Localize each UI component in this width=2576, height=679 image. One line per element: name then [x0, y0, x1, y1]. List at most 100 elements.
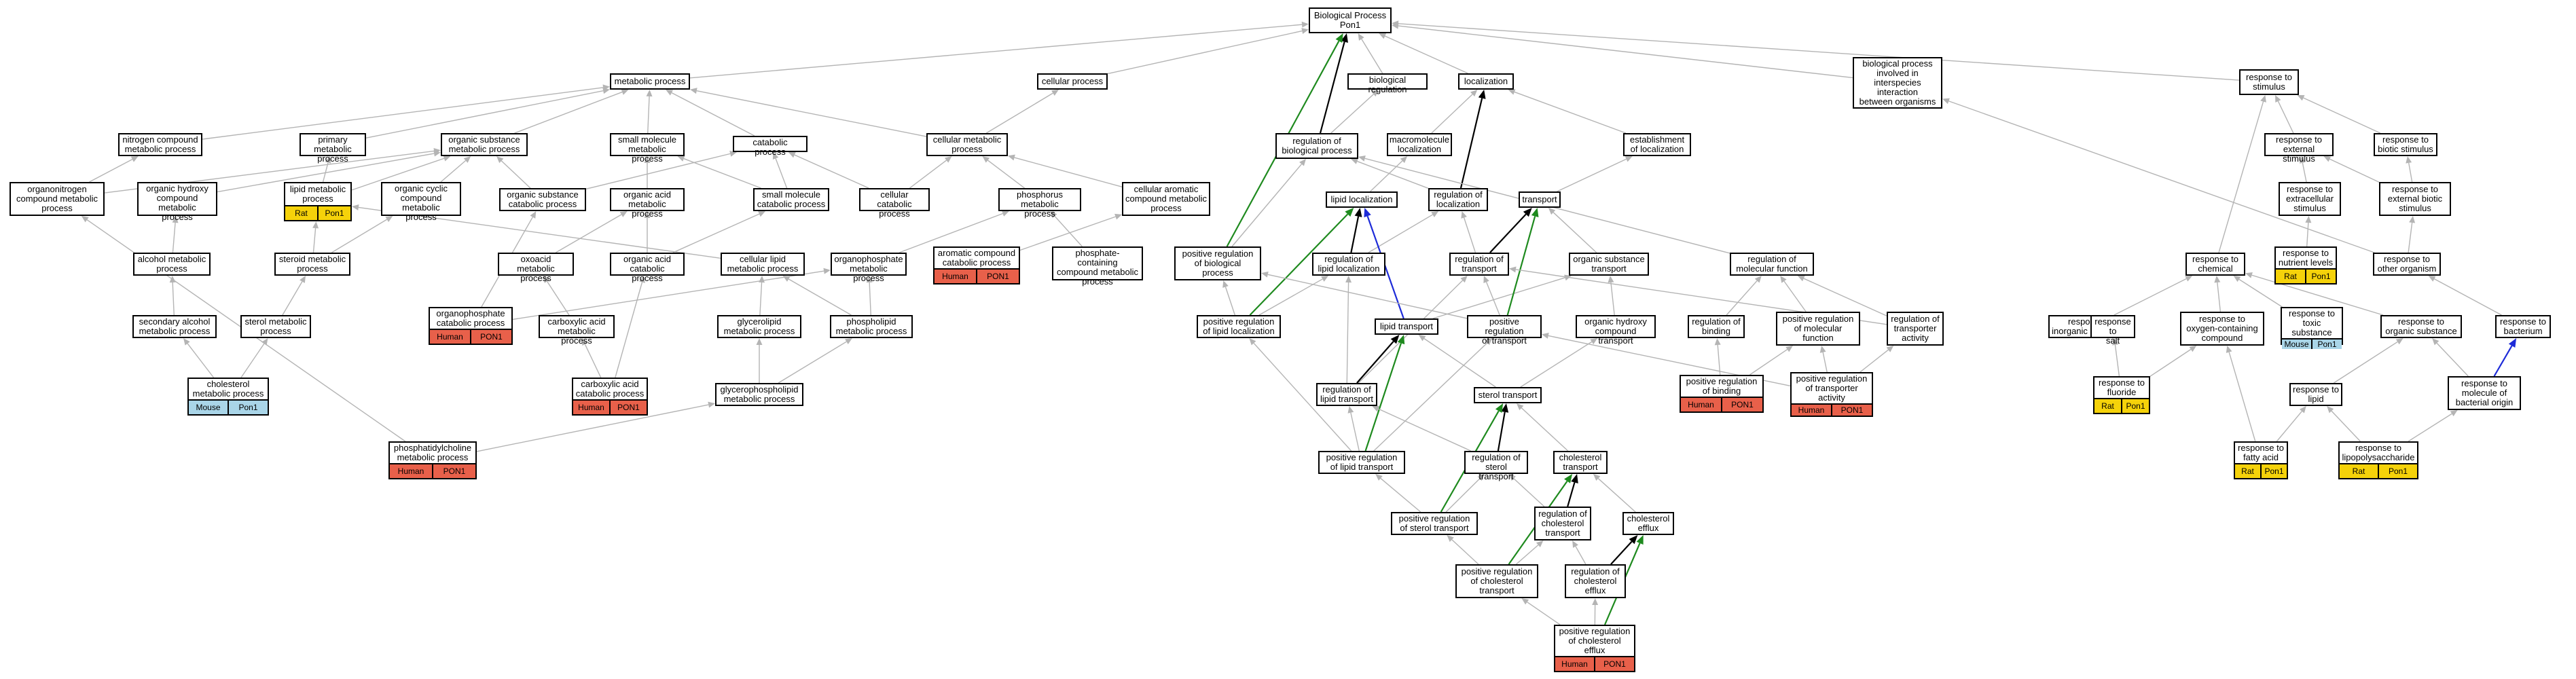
go-term-regbio[interactable]: regulation of biological process: [1275, 133, 1358, 159]
go-term-cholefflux[interactable]: cholesterol efflux: [1622, 512, 1674, 535]
go-term-bp[interactable]: Biological Process Pon1: [1309, 7, 1392, 33]
go-term-orghydroxytrans[interactable]: organic hydroxy compound transport: [1576, 315, 1656, 346]
go-term-respext[interactable]: response to external stimulus: [2264, 133, 2334, 164]
edge-posregcholtrans-to-regcholtrans: [1516, 540, 1544, 565]
edge-orgacid-to-smallmol: [644, 156, 651, 188]
edge-line: [365, 90, 604, 139]
go-term-respextbio[interactable]: response to external biotic stimulus: [2379, 182, 2451, 216]
go-term-catab[interactable]: catabolic process: [733, 136, 808, 157]
go-term-lipidloc[interactable]: lipid localization: [1326, 191, 1398, 208]
go-term-posreglipidloc[interactable]: positive regulation of lipid localizatio…: [1197, 315, 1281, 338]
go-term-steroltrans[interactable]: sterol transport: [1474, 387, 1542, 403]
go-term-regbinding[interactable]: regulation of binding: [1688, 315, 1745, 338]
go-term-posregbio[interactable]: positive regulation of biological proces…: [1174, 246, 1261, 280]
go-term-orghydroxy[interactable]: organic hydroxy compound metabolic proce…: [137, 182, 217, 222]
go-term-phoscont[interactable]: phosphate-containing compound metabolic …: [1052, 246, 1143, 287]
go-term-reglipidtrans[interactable]: regulation of lipid transport: [1316, 383, 1377, 406]
go-term-respother[interactable]: response to other organism: [2373, 253, 2441, 276]
edge-steroid-to-orgcyclic: [331, 216, 393, 253]
go-term-respsalt[interactable]: response to salt: [2090, 315, 2135, 346]
go-term-choltrans[interactable]: cholesterol transport: [1553, 451, 1608, 474]
go-term-celllipid[interactable]: cellular lipid metabolic process: [721, 253, 805, 276]
go-term-posregsteroltrans[interactable]: positive regulation of sterol transport: [1391, 512, 1478, 535]
go-term-phosmetab[interactable]: phosphorus metabolic process: [998, 188, 1081, 219]
go-term-respchem[interactable]: response to chemical: [2185, 253, 2245, 276]
go-term-sterol[interactable]: sterol metabolic process: [240, 315, 311, 338]
go-term-resplipid[interactable]: response to lipid: [2289, 383, 2342, 406]
go-term-orgnitro[interactable]: organonitrogen compound metabolic proces…: [10, 182, 105, 216]
go-term-cellcat[interactable]: cellular catabolic process: [859, 188, 930, 219]
go-term-oxoacid[interactable]: oxoacid metabolic process: [498, 253, 574, 283]
go-term-respbacterium[interactable]: response to bacterium: [2495, 315, 2551, 338]
go-term-posreglipidtrans[interactable]: positive regulation of lipid transport: [1318, 451, 1405, 474]
go-term-respextra[interactable]: response to extracellular stimulus: [2279, 182, 2341, 216]
go-term-orgacidcat[interactable]: organic acid catabolic process: [610, 253, 685, 283]
go-term-glycerolipid[interactable]: glycerolipid metabolic process: [717, 315, 801, 338]
gene-label: PON1: [432, 464, 475, 478]
go-term-resporgsub[interactable]: response to organic substance: [2380, 315, 2462, 338]
go-term-posregtransact[interactable]: positive regulation of transporter activ…: [1790, 372, 1873, 417]
go-term-bioreg[interactable]: biological regulation: [1347, 73, 1428, 94]
go-term-posregmolfunc[interactable]: positive regulation of molecular functio…: [1776, 312, 1860, 346]
go-term-estloc[interactable]: establishment of localization: [1623, 133, 1691, 156]
go-term-primary[interactable]: primary metabolic process: [300, 133, 366, 164]
go-term-macroloc[interactable]: macromolecule localization: [1387, 133, 1452, 156]
go-term-posregtrans[interactable]: positive regulation of transport: [1467, 315, 1542, 346]
go-term-orgsubtrans[interactable]: organic substance transport: [1569, 253, 1649, 276]
edge-arrowhead: [729, 151, 737, 157]
go-term-regloc[interactable]: regulation of localization: [1428, 188, 1488, 211]
edge-arrowhead: [639, 276, 645, 283]
go-term-transport[interactable]: transport: [1519, 191, 1561, 208]
go-term-secalcohol[interactable]: secondary alcohol metabolic process: [132, 315, 217, 338]
go-term-steroid[interactable]: steroid metabolic process: [274, 253, 350, 276]
go-term-orgsub[interactable]: organic substance metabolic process: [441, 133, 528, 156]
go-term-orgacid[interactable]: organic acid metabolic process: [610, 188, 685, 219]
go-term-label: response to lipid: [2293, 384, 2339, 404]
go-term-metab[interactable]: metabolic process: [610, 73, 690, 90]
go-term-carbox[interactable]: carboxylic acid metabolic process: [539, 315, 615, 346]
go-term-respbiotic[interactable]: response to biotic stimulus: [2374, 133, 2437, 156]
go-term-respoxygen[interactable]: response to oxygen-containing compound: [2180, 312, 2264, 346]
go-term-respstim[interactable]: response to stimulus: [2239, 69, 2299, 95]
go-term-phospholipid[interactable]: phospholipid metabolic process: [830, 315, 913, 338]
go-term-lipidtrans[interactable]: lipid transport: [1375, 318, 1438, 335]
go-term-regtransport[interactable]: regulation of transport: [1449, 253, 1509, 276]
edge-line: [985, 92, 1053, 134]
go-term-regcholtrans[interactable]: regulation of cholesterol transport: [1534, 507, 1591, 540]
go-term-alcohol[interactable]: alcohol metabolic process: [133, 253, 211, 276]
go-term-cellproc[interactable]: cellular process: [1037, 73, 1108, 90]
go-term-regcholefflux[interactable]: regulation of cholesterol efflux: [1565, 564, 1626, 598]
go-term-loc[interactable]: localization: [1458, 73, 1514, 90]
go-term-reglipidloc[interactable]: regulation of lipid localization: [1312, 253, 1385, 276]
go-term-orgcyclic[interactable]: organic cyclic compound metabolic proces…: [381, 182, 461, 222]
go-term-regtransact[interactable]: regulation of transporter activity: [1887, 312, 1944, 346]
go-term-regmolfunc[interactable]: regulation of molecular function: [1730, 253, 1814, 276]
go-term-cellmetab[interactable]: cellular metabolic process: [926, 133, 1008, 156]
go-term-organophos[interactable]: organophosphate metabolic process: [831, 253, 907, 283]
go-term-orgsubcat[interactable]: organic substance catabolic process: [499, 188, 586, 211]
go-term-nitro[interactable]: nitrogen compound metabolic process: [118, 133, 202, 156]
go-term-respmolbact[interactable]: response to molecule of bacterial origin: [2448, 376, 2521, 410]
go-term-interspecies[interactable]: biological process involved in interspec…: [1853, 57, 1942, 109]
go-term-regsteroltrans[interactable]: regulation of sterol transport: [1464, 451, 1528, 481]
go-term-posregcholtrans[interactable]: positive regulation of cholesterol trans…: [1455, 564, 1538, 598]
go-term-smallmolcat[interactable]: small molecule catabolic process: [753, 188, 829, 211]
go-term-posregcholefflux[interactable]: positive regulation of cholesterol efflu…: [1554, 625, 1635, 672]
go-term-glycerophos[interactable]: glycerophospholipid metabolic process: [715, 383, 803, 406]
go-term-cellarom[interactable]: cellular aromatic compound metabolic pro…: [1122, 182, 1210, 216]
go-term-smallmol[interactable]: small molecule metabolic process: [610, 133, 685, 164]
edge-regsteroltrans-to-steroltrans: [1497, 403, 1509, 452]
